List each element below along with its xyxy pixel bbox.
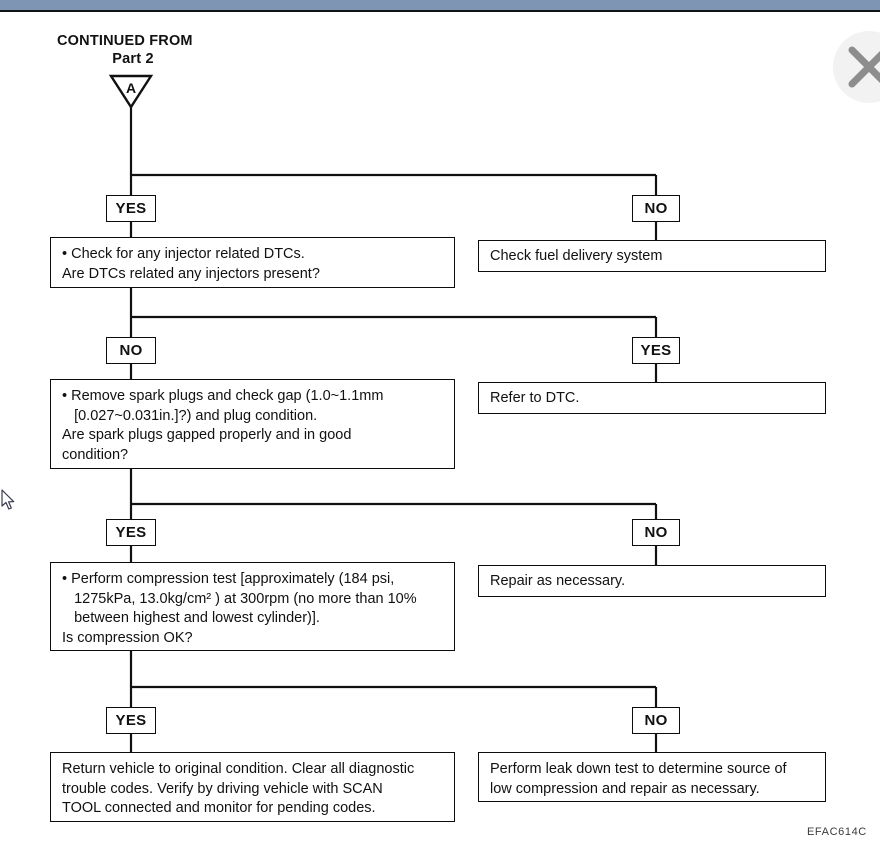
step-box-row3-right[interactable]: Repair as necessary. xyxy=(478,565,826,597)
continued-from-line2: Part 2 xyxy=(112,51,154,67)
connector-letter-a: A xyxy=(125,80,137,96)
flowchart-connector-lines xyxy=(108,74,658,752)
flowchart-diagram: CONTINUED FROM Part 2 A YES NO • Check f… xyxy=(0,14,880,860)
step-box-row1-right[interactable]: Check fuel delivery system xyxy=(478,240,826,272)
decision-label-row4-left[interactable]: YES xyxy=(106,707,156,734)
continued-from-line1: CONTINUED FROM xyxy=(57,33,193,49)
decision-label-row3-right[interactable]: NO xyxy=(632,519,680,546)
decision-label-row1-left[interactable]: YES xyxy=(106,195,156,222)
step-box-row3-left[interactable]: • Perform compression test [approximatel… xyxy=(50,562,455,651)
step-box-row4-left[interactable]: Return vehicle to original condition. Cl… xyxy=(50,752,455,822)
mouse-cursor xyxy=(1,489,17,511)
step-box-row2-left[interactable]: • Remove spark plugs and check gap (1.0~… xyxy=(50,379,455,469)
decision-label-row4-right[interactable]: NO xyxy=(632,707,680,734)
step-box-row2-right[interactable]: Refer to DTC. xyxy=(478,382,826,414)
decision-label-row2-left[interactable]: NO xyxy=(106,337,156,364)
step-box-row1-left[interactable]: • Check for any injector related DTCs. A… xyxy=(50,237,455,288)
step-box-row4-right[interactable]: Perform leak down test to determine sour… xyxy=(478,752,826,802)
figure-code: EFAC614C xyxy=(807,826,867,838)
window-titlebar xyxy=(0,0,880,12)
decision-label-row1-right[interactable]: NO xyxy=(632,195,680,222)
connector-triangle xyxy=(108,74,154,110)
close-icon xyxy=(842,40,880,94)
decision-label-row3-left[interactable]: YES xyxy=(106,519,156,546)
decision-label-row2-right[interactable]: YES xyxy=(632,337,680,364)
